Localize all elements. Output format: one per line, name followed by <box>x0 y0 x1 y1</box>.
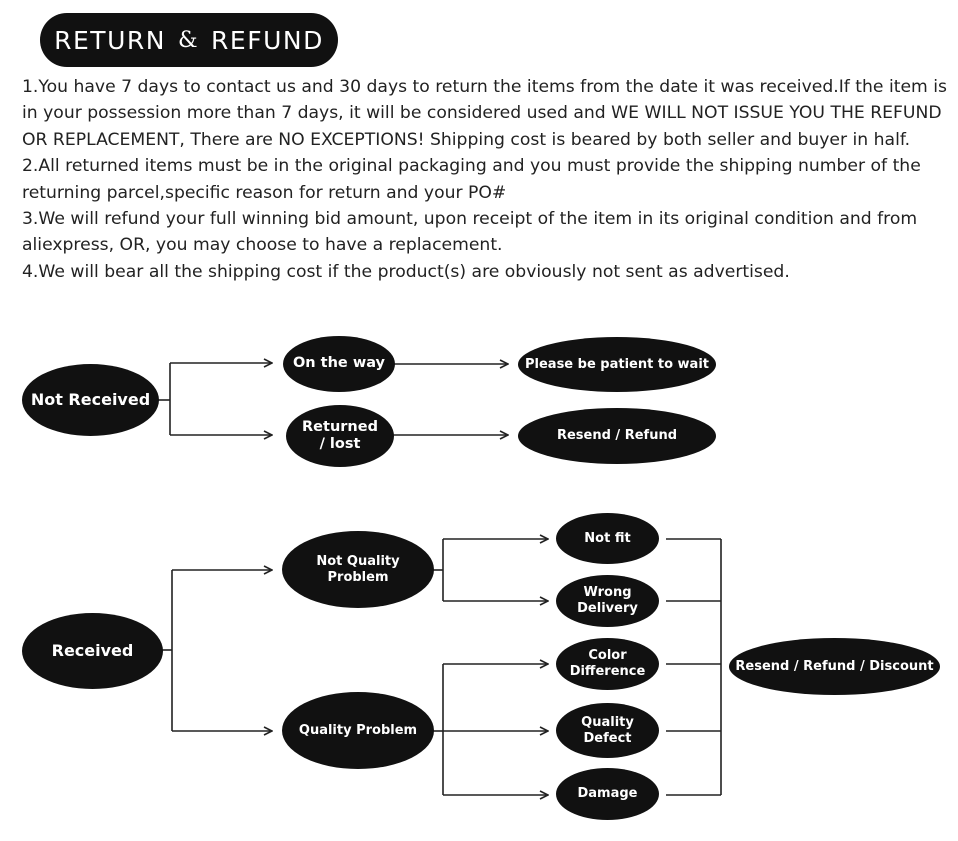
node-not-received: Not Received <box>22 364 159 436</box>
policy-item-1: 1.You have 7 days to contact us and 30 d… <box>22 77 947 150</box>
page-title: RETURN & REFUND <box>40 13 338 67</box>
node-quality-defect: Quality Defect <box>556 703 659 758</box>
node-not-fit: Not fit <box>556 513 659 564</box>
policy-item-2: 2.All returned items must be in the orig… <box>22 156 921 203</box>
node-wrong-delivery: Wrong Delivery <box>556 575 659 627</box>
node-not-quality-problem: Not Quality Problem <box>282 531 434 608</box>
policy-item-3: 3.We will refund your full winning bid a… <box>22 209 918 256</box>
node-please-be-patient: Please be patient to wait <box>518 337 716 392</box>
title-refund: REFUND <box>211 25 324 55</box>
node-returned-lost: Returned / lost <box>286 405 394 467</box>
title-return: RETURN <box>54 25 166 55</box>
node-on-the-way: On the way <box>283 336 395 392</box>
title-ampersand: & <box>177 27 200 53</box>
node-quality-problem: Quality Problem <box>282 692 434 769</box>
policy-item-4: 4.We will bear all the shipping cost if … <box>22 261 790 282</box>
node-received: Received <box>22 613 163 689</box>
node-resend-refund: Resend / Refund <box>518 408 716 464</box>
node-resend-refund-discount: Resend / Refund / Discount <box>729 638 940 695</box>
node-color-difference: Color Difference <box>556 638 659 690</box>
node-damage: Damage <box>556 768 659 820</box>
policy-text: 1.You have 7 days to contact us and 30 d… <box>22 74 952 285</box>
